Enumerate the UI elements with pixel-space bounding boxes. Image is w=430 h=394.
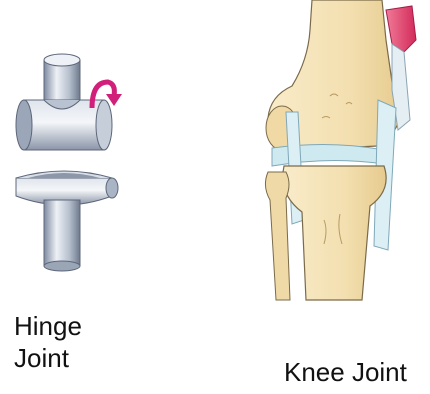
- hinge-caption-line2: Joint: [14, 342, 82, 374]
- hinge-joint-caption: Hinge Joint: [14, 310, 82, 374]
- knee-joint-caption: Knee Joint: [284, 356, 407, 388]
- lower-shaft: [44, 200, 80, 271]
- knee-joint-illustration: [265, 0, 416, 300]
- tibia-bone: [283, 166, 386, 300]
- upper-cylinder: [16, 100, 112, 150]
- fibula-bone: [265, 172, 290, 300]
- hinge-joint-illustration: [16, 54, 122, 271]
- hinge-caption-line1: Hinge: [14, 310, 82, 342]
